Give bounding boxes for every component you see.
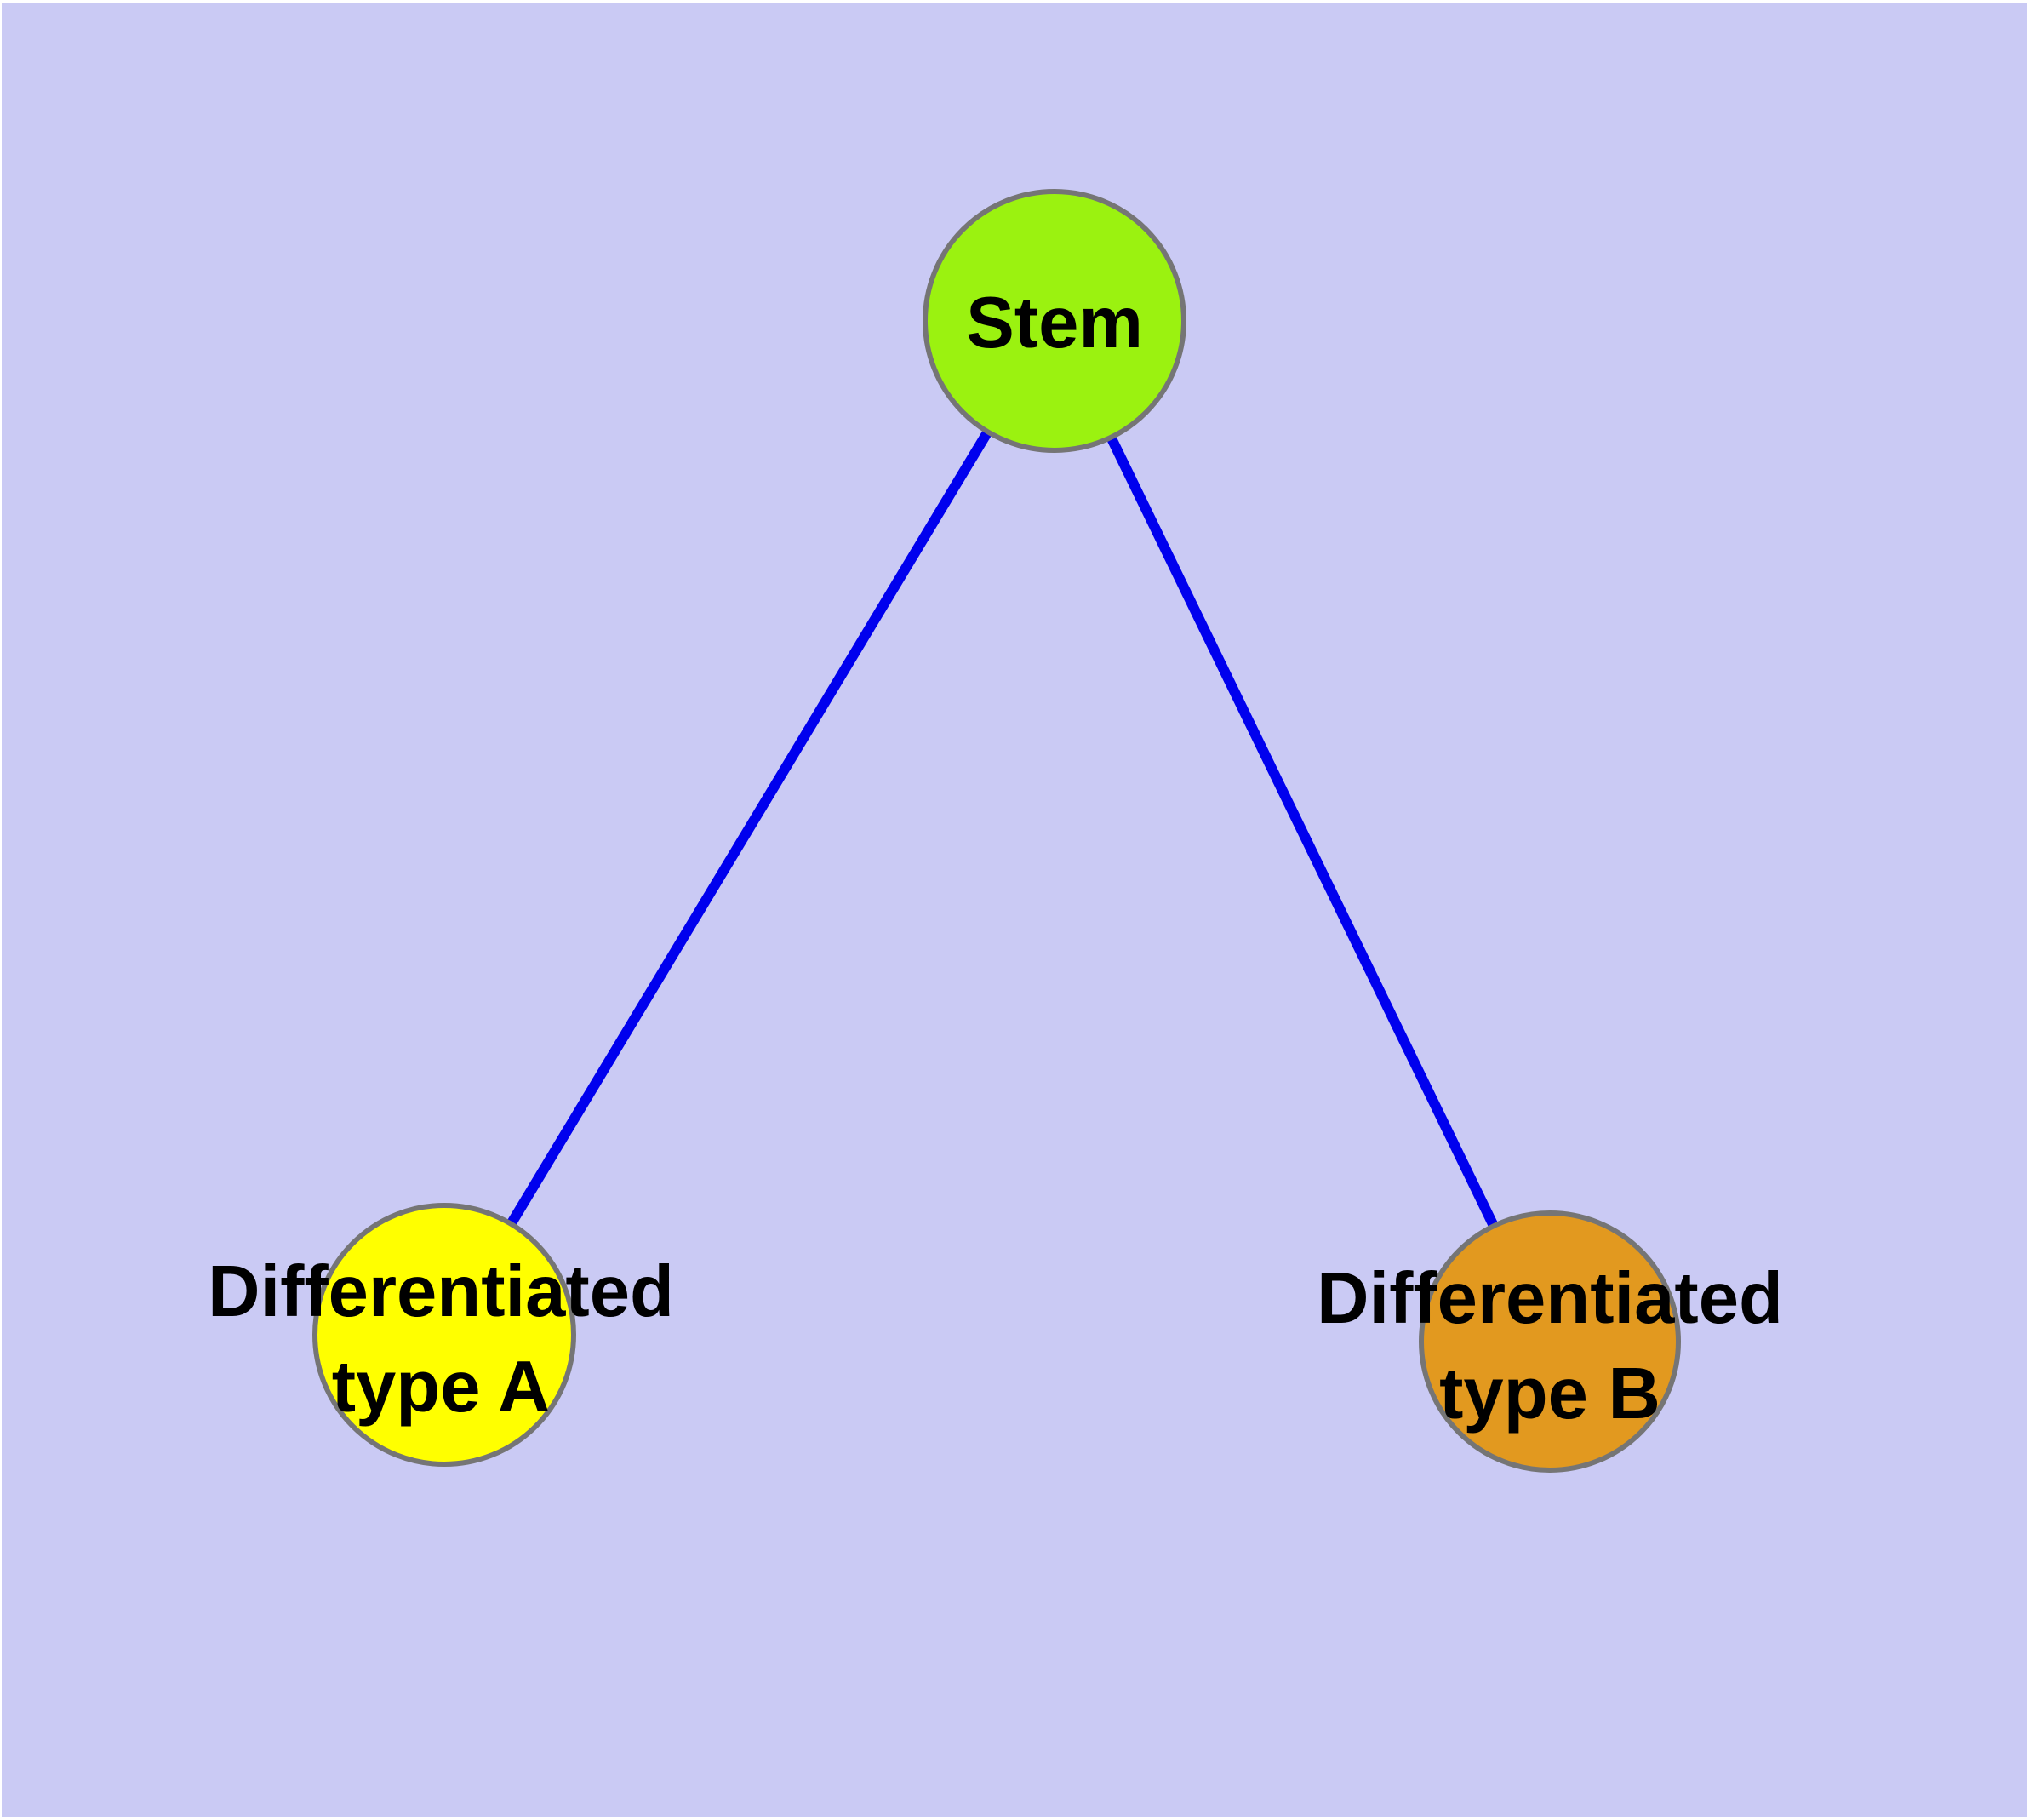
differentiation-tree-graph: Stem Differentiated type A Differentiate… xyxy=(2,3,2027,1817)
node-stem-label: Stem xyxy=(966,283,1143,363)
node-type-b-label-line2: type B xyxy=(1439,1354,1660,1434)
node-type-a-circle xyxy=(312,1203,576,1467)
node-type-a-label-line2: type A xyxy=(332,1347,551,1428)
edge-stem-to-type-a xyxy=(439,318,1060,1338)
node-type-a-label-line1: Differentiated xyxy=(208,1251,674,1332)
node-type-b-circle xyxy=(1419,1210,1681,1473)
edge-stem-to-type-b xyxy=(1049,318,1555,1344)
node-stem-circle xyxy=(923,189,1186,453)
diagram-canvas: Stem Differentiated type A Differentiate… xyxy=(2,3,2027,1817)
node-type-b-label-line1: Differentiated xyxy=(1317,1258,1783,1339)
